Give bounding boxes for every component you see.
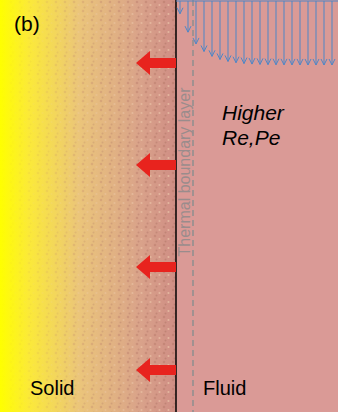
- velocity-arrow: [233, 57, 239, 63]
- velocity-arrow: [217, 53, 223, 59]
- velocity-arrow: [276, 1, 277, 65]
- velocity-profile: [176, 1, 338, 65]
- velocity-arrow: [273, 59, 279, 65]
- velocity-arrow: [193, 38, 199, 44]
- region-label: Fluid: [203, 377, 246, 400]
- velocity-arrow: [252, 1, 253, 64]
- velocity-arrow: [204, 1, 205, 51]
- velocity-arrow: [176, 1, 338, 2]
- fluid-region: [176, 0, 338, 412]
- velocity-arrow: [284, 1, 285, 65]
- velocity-arrow: [305, 59, 311, 65]
- region-label: Solid: [30, 377, 74, 400]
- velocity-arrow: [292, 1, 293, 65]
- panel-label: (b): [14, 12, 40, 36]
- velocity-arrow: [289, 59, 295, 65]
- velocity-arrow: [297, 59, 303, 65]
- velocity-arrow: [185, 26, 191, 32]
- velocity-arrow: [209, 50, 215, 56]
- velocity-arrow: [201, 45, 207, 51]
- velocity-arrow: [177, 8, 183, 14]
- velocity-arrow: [188, 1, 189, 32]
- heat-arrow: [136, 358, 176, 382]
- velocity-arrow: [265, 59, 271, 65]
- flow-regime-label: Higher Re,Pe: [222, 100, 302, 150]
- velocity-arrow: [249, 58, 255, 64]
- velocity-arrow: [257, 58, 263, 64]
- velocity-arrow: [308, 1, 309, 65]
- boundary-layer-label: Thermal boundary layer: [176, 88, 194, 257]
- solid-texture: [0, 0, 176, 412]
- velocity-arrow: [300, 1, 301, 65]
- velocity-arrow: [196, 1, 197, 44]
- velocity-arrow: [268, 1, 269, 65]
- velocity-arrow: [332, 1, 333, 65]
- heat-flux-arrows: [136, 51, 176, 382]
- velocity-arrow: [212, 1, 213, 56]
- heat-arrow: [136, 255, 176, 279]
- velocity-arrow: [281, 59, 287, 65]
- velocity-arrow: [241, 58, 247, 64]
- velocity-arrow: [324, 1, 325, 65]
- velocity-arrow: [236, 1, 237, 63]
- velocity-arrow: [260, 1, 261, 64]
- velocity-arrow: [220, 1, 221, 59]
- velocity-arrow: [313, 59, 319, 65]
- velocity-arrow: [329, 59, 335, 65]
- solid-region: [0, 0, 176, 412]
- heat-arrow: [136, 153, 176, 177]
- velocity-arrow: [316, 1, 317, 65]
- velocity-arrow: [321, 59, 327, 65]
- velocity-arrow: [228, 1, 229, 61]
- heat-arrow: [136, 51, 176, 75]
- velocity-arrow: [244, 1, 245, 64]
- velocity-arrow: [180, 1, 181, 14]
- velocity-arrow: [225, 55, 231, 61]
